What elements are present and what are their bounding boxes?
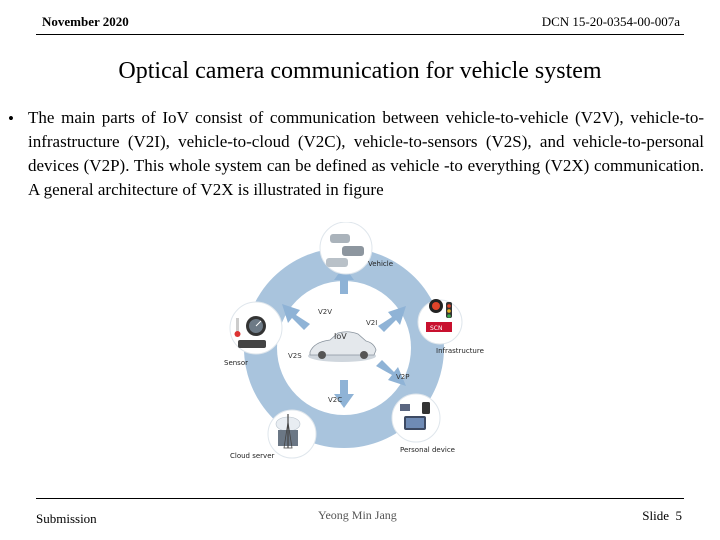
header-date: November 2020: [42, 14, 129, 29]
signal-text: SCN: [430, 325, 443, 332]
arrow-v2s: [282, 304, 310, 330]
arrow-v2p: [376, 360, 406, 386]
bullet-marker: •: [8, 109, 14, 128]
devices-icon: [400, 402, 430, 430]
cloud-server-icon: [275, 414, 301, 449]
iov-car-icon: [308, 331, 377, 362]
header-divider: [36, 34, 684, 35]
cloud-server-label: Cloud server: [230, 452, 275, 460]
traffic-light-icon: [426, 299, 452, 332]
personal-device-label: Personal device: [400, 446, 455, 454]
label-v2p: V2P: [396, 373, 409, 381]
bullet-text: The main parts of IoV consist of communi…: [28, 108, 704, 199]
header-doc-number: DCN 15-20-0354-00-007a: [541, 14, 680, 29]
footer-divider: [36, 498, 684, 499]
vehicle-cars-icon: [326, 234, 364, 267]
center-label: IoV: [334, 332, 347, 341]
slide-label: Slide: [642, 508, 669, 523]
label-v2s: V2S: [288, 352, 302, 360]
label-v2v: V2V: [318, 308, 332, 316]
footer-submission: Submission: [36, 511, 97, 526]
slide-number: 5: [675, 508, 683, 523]
infrastructure-label: Infrastructure: [436, 347, 484, 355]
slide-title: Optical camera communication for vehicle…: [118, 58, 602, 84]
sensor-label: Sensor: [224, 359, 248, 367]
vehicle-label: Vehicle: [368, 260, 393, 268]
arrow-v2i: [378, 306, 406, 332]
label-v2c: V2C: [328, 396, 342, 404]
footer-author: Yeong Min Jang: [318, 508, 397, 522]
arrow-v2c: [334, 380, 354, 408]
label-v2i: V2I: [366, 319, 377, 327]
footer-slide-number: Slide 5: [642, 508, 682, 524]
sensor-gauge-icon: [234, 316, 266, 348]
v2x-architecture-figure: IoV V2V V2I V2P V2C V2S Vehicle SCN Infr…: [218, 222, 496, 462]
v2x-diagram: IoV V2V V2I V2P V2C V2S Vehicle SCN Infr…: [224, 222, 484, 460]
